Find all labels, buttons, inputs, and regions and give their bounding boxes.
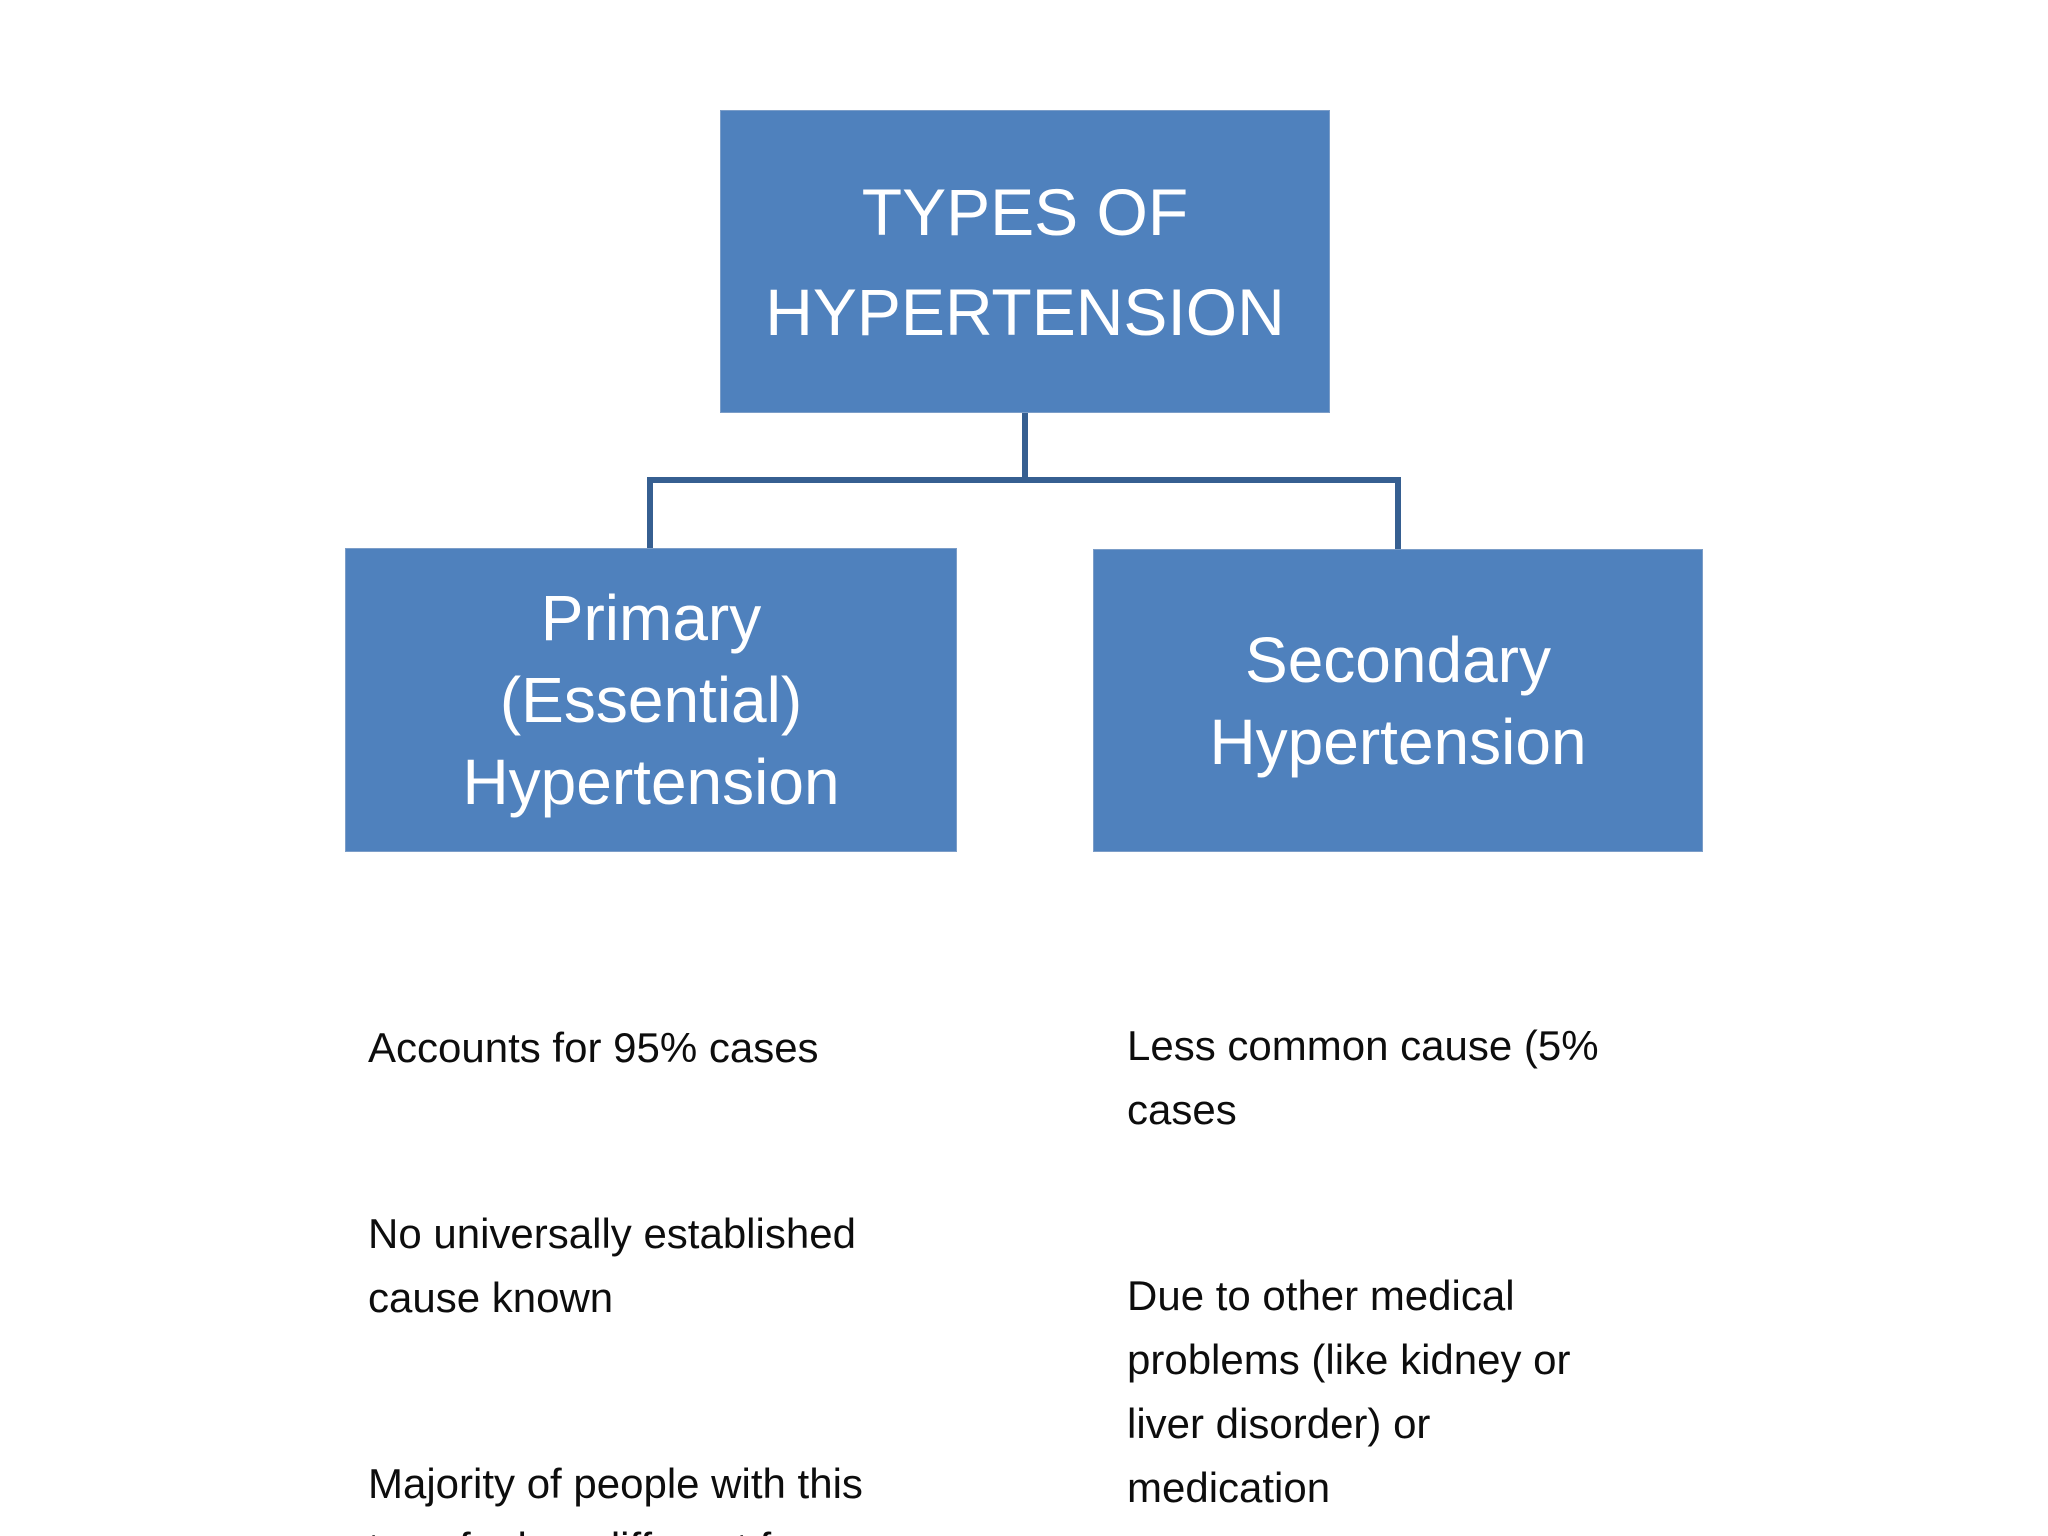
secondary-note-causes: Due to other medical problems (like kidn… <box>1127 1272 1571 1511</box>
node-secondary-hypertension: Secondary Hypertension <box>1093 549 1703 852</box>
primary-note-cause: No universally established cause known <box>368 1210 856 1321</box>
connector-root-stem <box>1022 413 1028 480</box>
connector-drop-secondary <box>1395 477 1401 551</box>
primary-hypertension-notes: Accounts for 95% cases No universally es… <box>368 952 1008 1536</box>
connector-horizontal-bar <box>647 477 1401 483</box>
primary-note-symptoms: Majority of people with this type feel n… <box>368 1460 863 1536</box>
node-primary-essential-hypertension: Primary (Essential) Hypertension <box>345 548 957 852</box>
root-node-types-of-hypertension: TYPES OF HYPERTENSION <box>720 110 1330 413</box>
connector-drop-primary <box>647 477 653 551</box>
primary-note-cases: Accounts for 95% cases <box>368 1024 819 1071</box>
secondary-hypertension-notes: Less common cause (5% cases Due to other… <box>1127 950 1727 1536</box>
secondary-note-cases: Less common cause (5% cases <box>1127 1022 1599 1133</box>
